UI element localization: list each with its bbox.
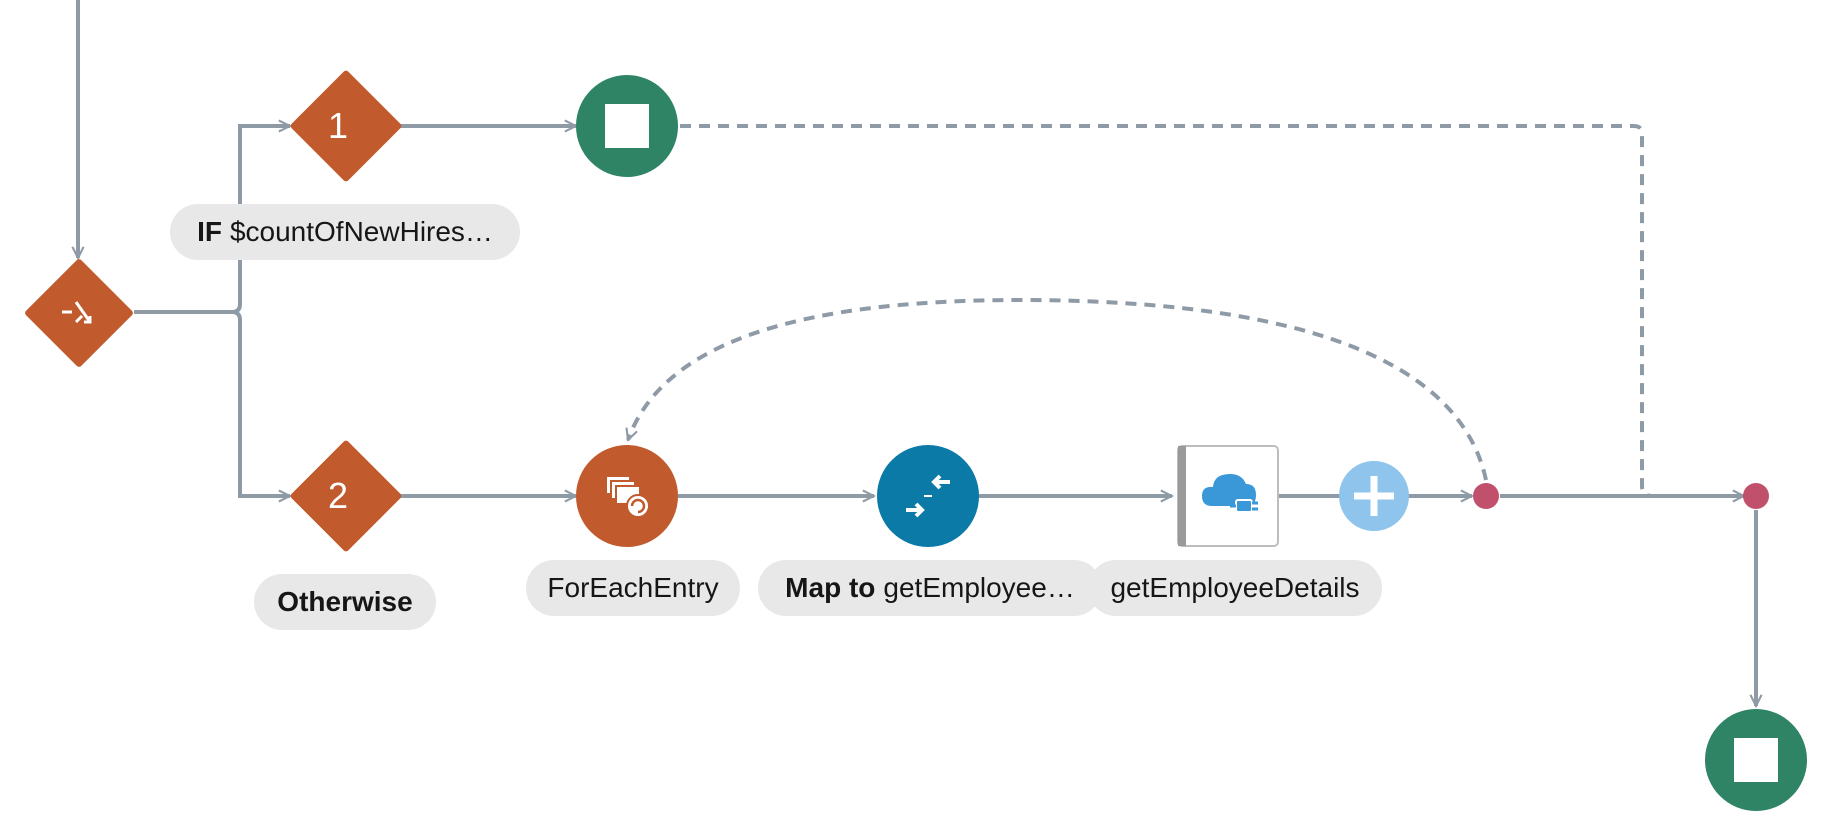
map-label[interactable]: Map to getEmployee… [758, 560, 1102, 616]
branch-1-number: 1 [328, 105, 348, 146]
plus-icon [1354, 476, 1394, 516]
invoke-text: getEmployeeDetails [1110, 572, 1360, 603]
stop-icon [1734, 738, 1778, 782]
map-text: getEmployee… [883, 572, 1075, 603]
stop-icon [605, 104, 649, 148]
merge-point [1473, 483, 1499, 509]
final-merge-point [1743, 483, 1769, 509]
invoke-label[interactable]: getEmployeeDetails [1088, 560, 1382, 616]
switch-branch2-connector [231, 310, 290, 496]
switch-node[interactable] [24, 258, 134, 368]
for-each-icon [605, 475, 650, 518]
branch-1-end-node[interactable] [576, 75, 678, 177]
add-action-button[interactable] [1339, 461, 1409, 531]
cloud-adapter-icon [1202, 474, 1258, 513]
switch-icon [62, 301, 92, 324]
final-end-node[interactable] [1705, 709, 1807, 811]
branch1-dashed-return-connector [680, 124, 1653, 498]
foreach-node[interactable] [576, 445, 678, 547]
condition-text: $countOfNewHires… [229, 216, 493, 247]
branch-1-condition-label[interactable]: IF $countOfNewHires… [170, 204, 520, 260]
foreach-text: ForEachEntry [547, 572, 719, 603]
map-keyword: Map to [785, 572, 876, 603]
otherwise-text: Otherwise [277, 586, 413, 617]
map-icon [906, 474, 950, 518]
branch-2-otherwise-label[interactable]: Otherwise [254, 574, 436, 630]
map-node[interactable] [877, 445, 979, 547]
loop-back-dashed-connector [628, 297, 1488, 481]
branch-2-diamond[interactable]: 2 [289, 439, 402, 552]
foreach-label[interactable]: ForEachEntry [526, 560, 740, 616]
branch-2-number: 2 [328, 475, 348, 516]
condition-keyword: IF [197, 216, 222, 247]
branch-1-diamond[interactable]: 1 [289, 69, 402, 182]
invoke-node[interactable] [1177, 445, 1279, 547]
